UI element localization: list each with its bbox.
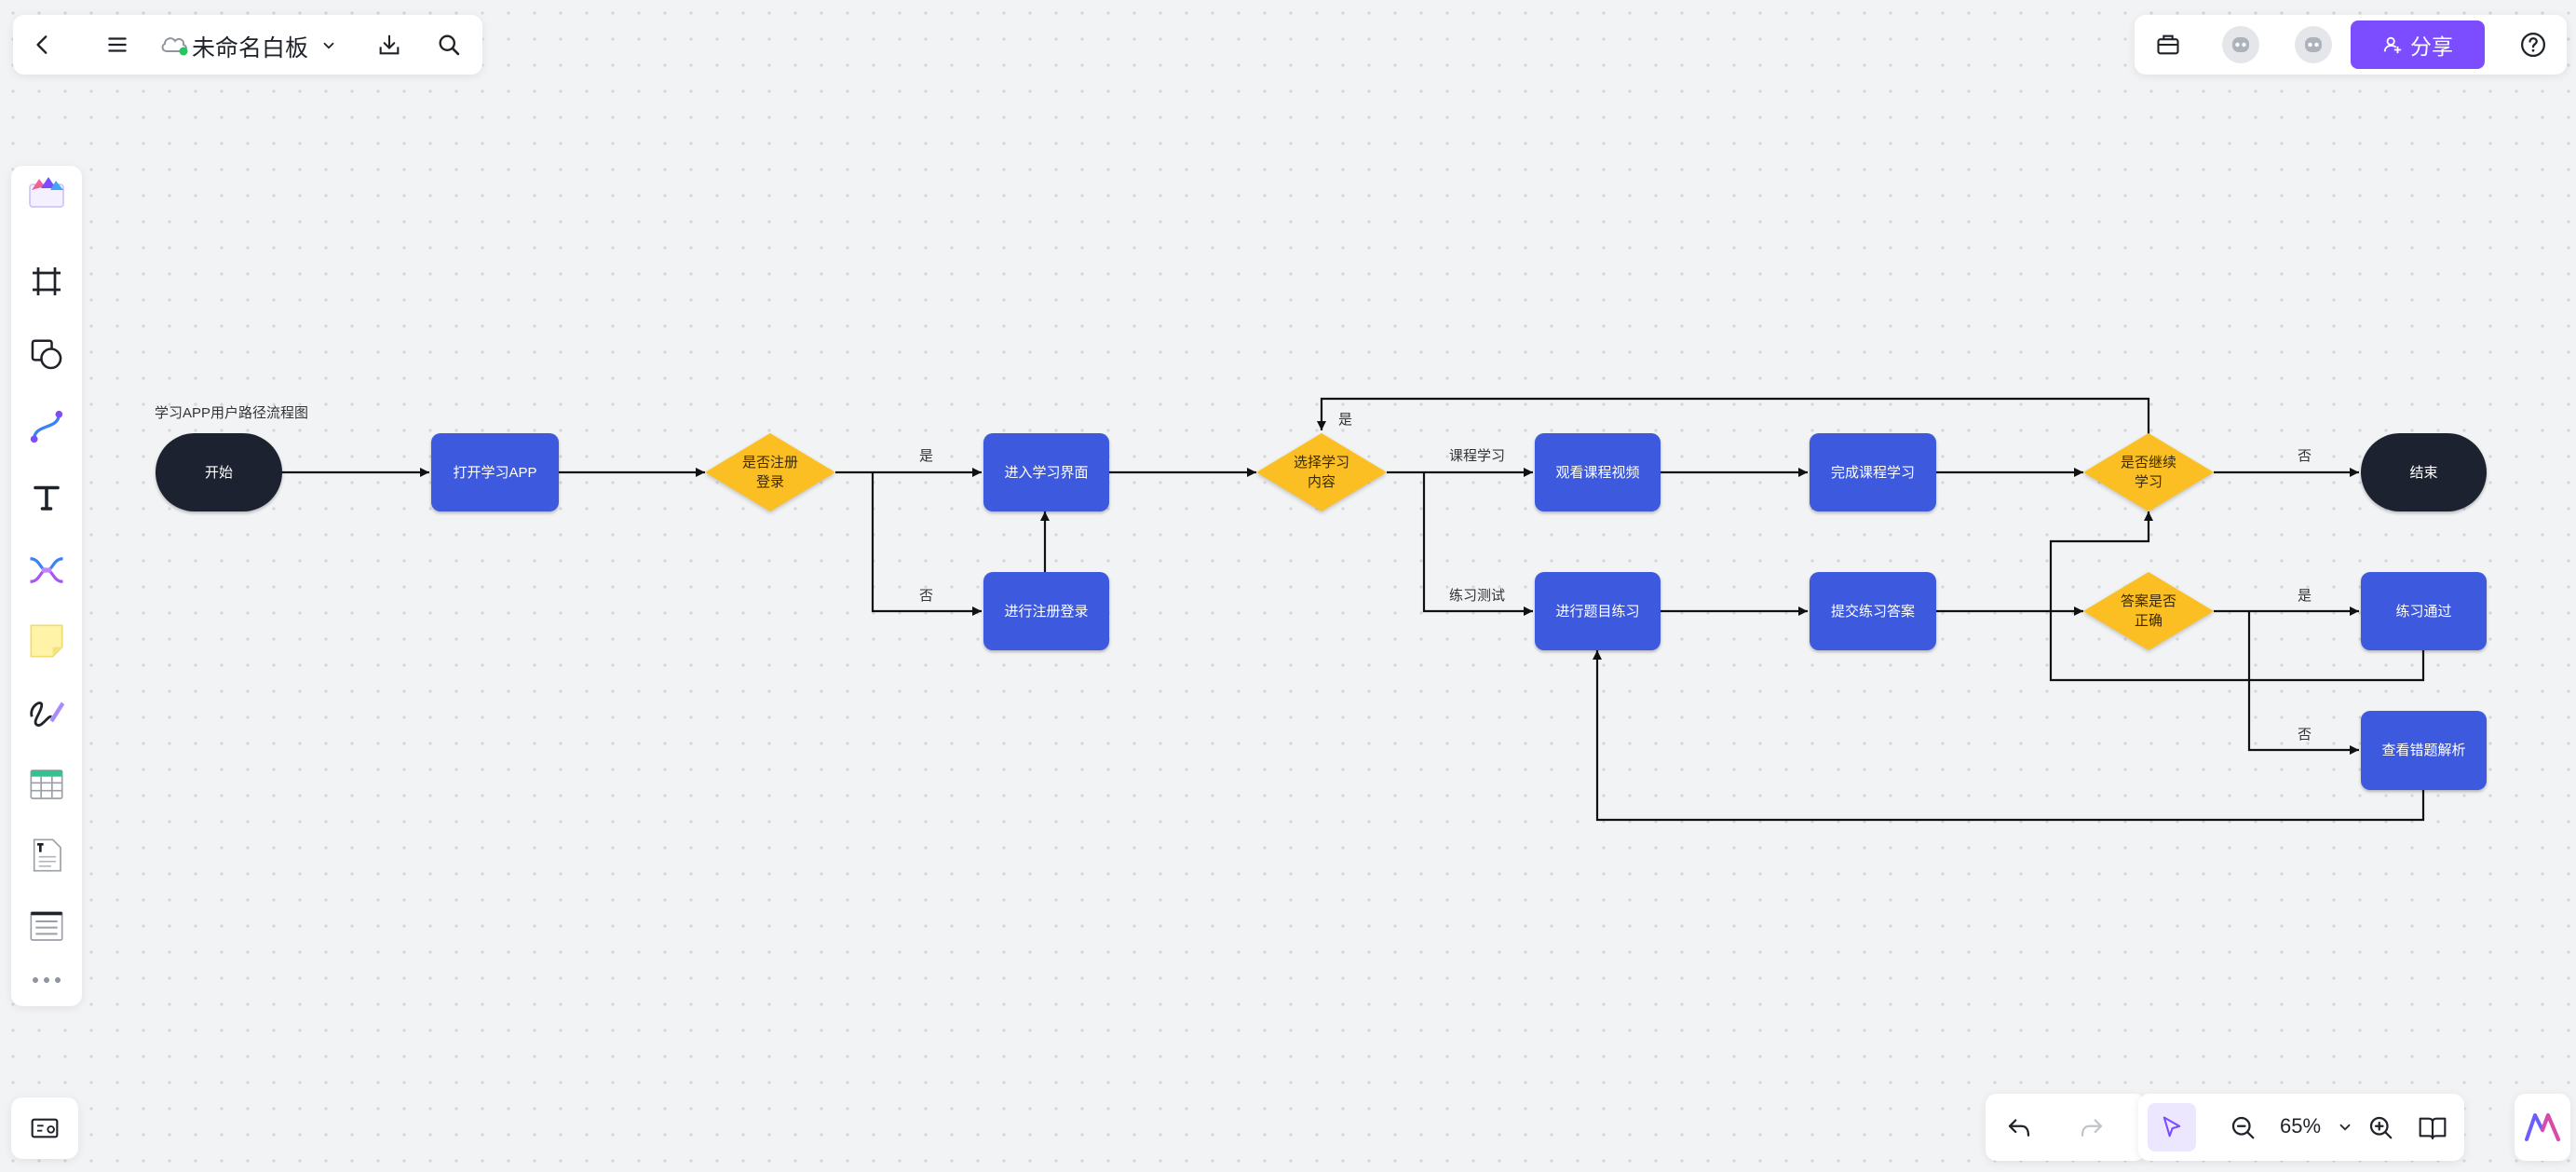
document-icon[interactable] xyxy=(22,831,71,879)
zoom-level[interactable]: 65% xyxy=(2280,1114,2322,1138)
edge-label-yes-registered: 是 xyxy=(919,448,934,464)
minimap-icon[interactable] xyxy=(20,1104,69,1152)
edge-continue-yes xyxy=(1317,397,2150,436)
share-button[interactable]: 分享 xyxy=(2351,20,2485,69)
decision-shape-registered xyxy=(705,433,835,511)
redo-icon[interactable] xyxy=(2068,1103,2116,1152)
edge-pass-continue xyxy=(2049,511,2425,682)
edge-label-no-registered: 否 xyxy=(919,588,934,604)
bottom-left-panel xyxy=(11,1097,78,1159)
node-choose-content[interactable]: 选择学习 内容 xyxy=(1293,455,1349,490)
table-icon[interactable] xyxy=(22,760,71,809)
cloud-saved-icon xyxy=(156,24,194,65)
back-icon[interactable] xyxy=(19,20,67,69)
frame-icon[interactable] xyxy=(22,257,71,306)
decision-shape-correct xyxy=(2083,572,2214,650)
edge-correct-review xyxy=(2247,611,2359,755)
help-icon[interactable] xyxy=(2509,20,2557,69)
node-practice[interactable]: 进行题目练习 xyxy=(1535,572,1661,650)
mindmap-icon[interactable] xyxy=(22,546,71,594)
zoom-out-icon[interactable] xyxy=(2218,1103,2267,1152)
more-icon[interactable] xyxy=(22,961,71,999)
flowchart-title: 学习APP用户路径流程图 xyxy=(155,405,309,421)
templates-icon[interactable] xyxy=(22,168,71,216)
edge-no-register xyxy=(871,472,982,616)
select-cursor-icon[interactable] xyxy=(2148,1103,2196,1152)
book-icon[interactable] xyxy=(2408,1103,2457,1152)
menu-icon[interactable] xyxy=(93,20,142,69)
toolbox-icon[interactable] xyxy=(2144,20,2192,69)
add-user-icon xyxy=(2383,36,2402,54)
connector-icon[interactable] xyxy=(22,402,71,451)
edge-label-yes-correct: 是 xyxy=(2298,588,2312,604)
search-icon[interactable] xyxy=(425,20,473,69)
edge-choose-practice xyxy=(1422,472,1533,616)
shape-icon[interactable] xyxy=(22,330,71,378)
zoom-in-icon[interactable] xyxy=(2356,1103,2405,1152)
top-left-toolbar xyxy=(13,15,482,75)
edge-label-yes-continue: 是 xyxy=(1338,412,1353,428)
node-open-app[interactable]: 打开学习APP xyxy=(431,433,559,511)
list-icon[interactable] xyxy=(22,902,71,950)
pen-icon[interactable] xyxy=(22,688,71,736)
edge-label-no-continue: 否 xyxy=(2298,448,2312,464)
edge-label-practice-test: 练习测试 xyxy=(1449,588,1506,604)
node-continue[interactable]: 是否继续 学习 xyxy=(2120,455,2176,490)
app-logo-icon[interactable] xyxy=(2518,1103,2567,1152)
board-title[interactable]: 未命名白板 xyxy=(192,35,309,61)
decision-shape-choose xyxy=(1256,433,1387,511)
chevron-down-icon[interactable] xyxy=(313,32,345,60)
collaborator-avatar[interactable] xyxy=(2222,26,2259,63)
node-register[interactable]: 进行注册登录 xyxy=(983,572,1109,650)
node-review[interactable]: 查看错题解析 xyxy=(2361,711,2487,790)
sticky-note-icon[interactable] xyxy=(22,617,71,665)
node-is-correct[interactable]: 答案是否 正确 xyxy=(2120,593,2176,629)
node-finish-course[interactable]: 完成课程学习 xyxy=(1810,433,1936,511)
node-submit[interactable]: 提交练习答案 xyxy=(1810,572,1936,650)
node-start[interactable]: 开始 xyxy=(156,433,282,511)
node-end[interactable]: 结束 xyxy=(2361,433,2487,511)
node-is-registered[interactable]: 是否注册 登录 xyxy=(741,455,798,490)
decision-shape-continue xyxy=(2083,433,2214,511)
download-icon[interactable] xyxy=(365,20,414,69)
undo-icon[interactable] xyxy=(1995,1103,2043,1152)
edge-review-practice xyxy=(1593,650,2425,822)
text-icon[interactable] xyxy=(22,473,71,522)
node-watch-video[interactable]: 观看课程视频 xyxy=(1535,433,1661,511)
share-button-label: 分享 xyxy=(2410,34,2453,59)
edge-label-course-study: 课程学习 xyxy=(1449,448,1506,464)
chevron-down-icon[interactable] xyxy=(2330,1112,2360,1142)
edge-label-no-correct: 否 xyxy=(2298,727,2312,743)
node-passed[interactable]: 练习通过 xyxy=(2361,572,2487,650)
collaborator-avatar[interactable] xyxy=(2295,26,2332,63)
node-enter-ui[interactable]: 进入学习界面 xyxy=(983,433,1109,511)
